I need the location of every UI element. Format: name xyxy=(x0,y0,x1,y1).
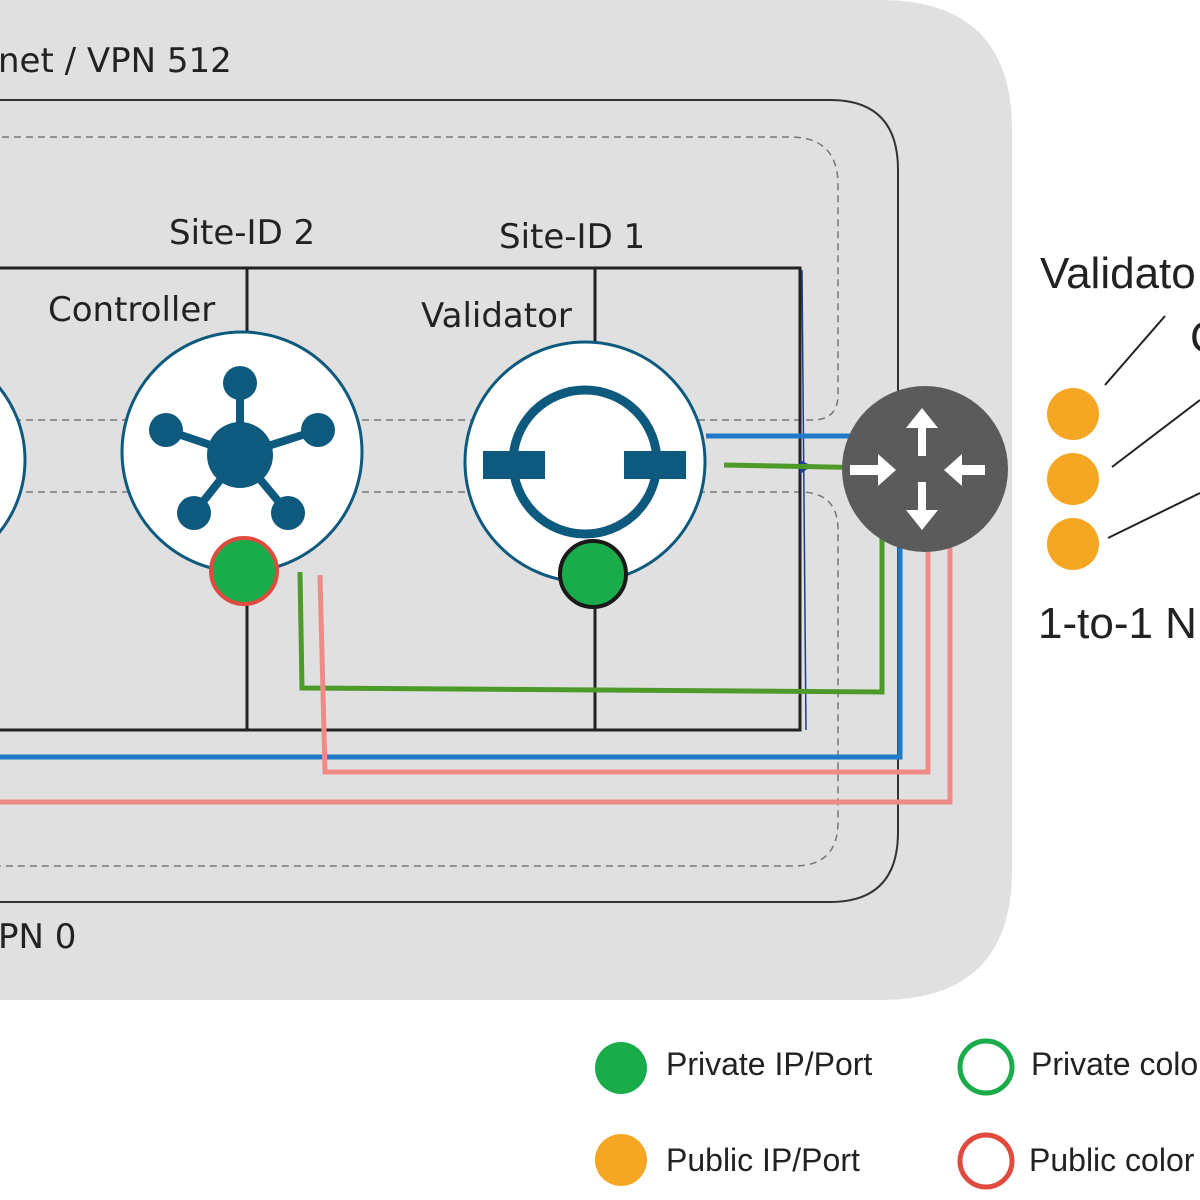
controller-label: Controller xyxy=(48,290,215,330)
legend-private-ip-swatch xyxy=(595,1042,647,1094)
controller-public-color-dot xyxy=(209,536,279,606)
validator-private-dot xyxy=(558,539,628,609)
site-id-1-label: Site-ID 1 xyxy=(499,217,645,257)
vpn0-label: PN 0 xyxy=(0,917,76,957)
legend-private-color-label: Private colo xyxy=(1031,1046,1198,1082)
switch-right-edge xyxy=(801,269,807,731)
pointer-line xyxy=(1107,492,1200,539)
nat-label: 1-to-1 N xyxy=(1038,599,1197,648)
pointer-line xyxy=(1104,315,1166,386)
green-connection-controller xyxy=(297,462,885,695)
controller-node xyxy=(120,330,364,574)
inner-dashed-boundary-lower xyxy=(0,491,839,867)
public-ip-dot xyxy=(1047,388,1099,440)
public-ip-dot xyxy=(1047,453,1099,505)
blue-connection-main xyxy=(0,455,903,760)
legend-private-color-swatch xyxy=(957,1038,1015,1096)
switch-bus xyxy=(0,266,802,732)
pointer-line xyxy=(1111,399,1200,468)
validator-icon xyxy=(483,385,686,539)
validator-right-label: Validato xyxy=(1040,249,1196,298)
legend-public-color-label: Public color xyxy=(1029,1142,1195,1178)
vpn512-label: net / VPN 512 xyxy=(0,41,232,81)
inner-dashed-boundary xyxy=(0,136,839,421)
validator-label: Validator xyxy=(421,296,572,336)
public-ip-dot xyxy=(1047,518,1099,570)
legend-public-ip-swatch xyxy=(595,1134,647,1186)
site-id-2-label: Site-ID 2 xyxy=(169,213,315,253)
right-c-label: C xyxy=(1190,313,1200,362)
pink-connection-main xyxy=(0,496,953,805)
legend-public-color-swatch xyxy=(957,1132,1015,1190)
legend-private-ip-label: Private IP/Port xyxy=(666,1046,872,1082)
legend-public-ip-label: Public IP/Port xyxy=(666,1142,860,1178)
partial-node-left xyxy=(0,386,27,534)
hub-icon xyxy=(149,366,335,530)
router-icon xyxy=(842,386,1008,552)
legend: Private IP/Port Public IP/Port Private c… xyxy=(595,1038,1198,1190)
